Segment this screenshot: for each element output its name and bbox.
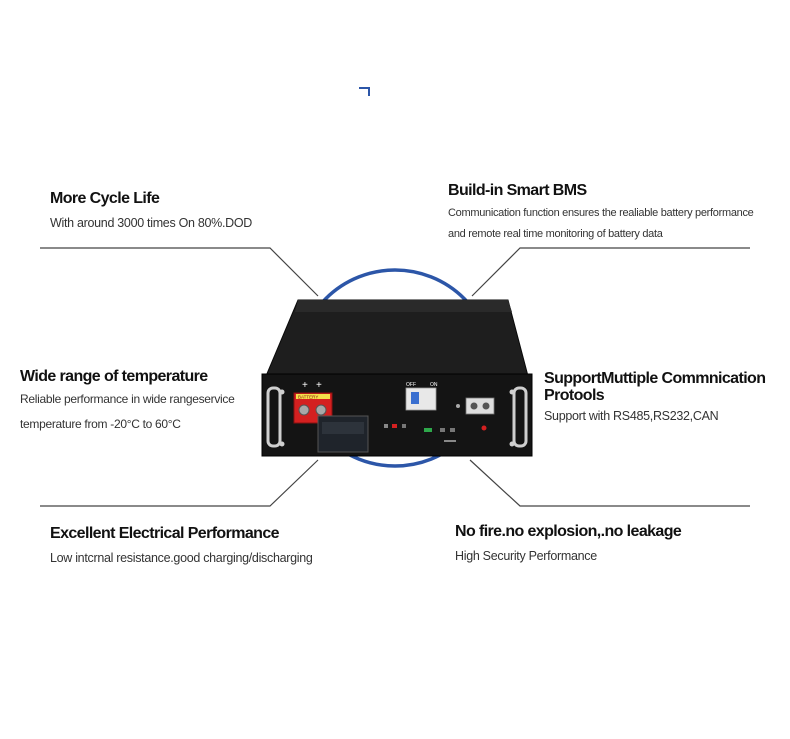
plus-label-right: + (316, 380, 322, 391)
panel-knob (456, 404, 460, 408)
feature-desc-line2: and remote real time monitoring of batte… (448, 228, 663, 240)
feature-title-line1: SupportMuttiple Commnication (544, 370, 766, 387)
indicator-green (424, 428, 432, 432)
feature-desc: With around 3000 times On 80%.DOD (50, 216, 253, 230)
battery-top-highlight (295, 300, 512, 312)
terminal-bolt-right (315, 404, 327, 416)
feature-desc-line1: Communication function ensures the reali… (448, 207, 754, 219)
breaker-off-label: OFF (406, 382, 416, 388)
power-switch-red (481, 425, 487, 431)
feature-title: More Cycle Life (50, 190, 160, 207)
plus-label-left: + (302, 380, 308, 391)
feature-communication-protocols: SupportMuttiple Commnication Protools Su… (544, 370, 784, 426)
feature-title: Excellent Electrical Performance (50, 525, 280, 542)
feature-smart-bms: Build-in Smart BMS Communication functio… (448, 182, 788, 245)
feature-more-cycle-life: More Cycle Life With around 3000 times O… (50, 190, 252, 236)
right-handle (512, 386, 528, 448)
corner-accent-mark (359, 87, 370, 96)
feature-desc-line2: temperature from -20°C to 60°C (20, 417, 181, 431)
breaker-on-label: ON (430, 382, 438, 388)
feature-title-line2: Protools (544, 387, 605, 404)
terminal-label: BATTERY (298, 395, 318, 400)
output-terminal (465, 397, 495, 415)
connector-line-bottom-left (40, 459, 319, 507)
feature-title: Build-in Smart BMS (448, 182, 587, 199)
feature-desc: Low intcrnal resistance.good charging/di… (50, 551, 313, 565)
left-handle (266, 386, 282, 448)
feature-electrical-performance: Excellent Electrical Performance Low int… (50, 525, 313, 571)
connector-line-bottom-right (469, 459, 750, 507)
connector-line-top-right (471, 247, 750, 297)
feature-title: Wide range of temperature (20, 368, 208, 385)
indicator-red (392, 424, 397, 428)
feature-safety: No fire.no explosion,.no leakage High Se… (455, 523, 682, 569)
feature-desc: Support with RS485,RS232,CAN (544, 409, 719, 423)
circuit-breaker (405, 387, 437, 411)
terminal-bolt-left (298, 404, 310, 416)
feature-desc-line1: Reliable performance in wide rangeservic… (20, 392, 235, 406)
feature-temperature-range: Wide range of temperature Reliable perfo… (20, 368, 270, 437)
feature-desc: High Security Performance (455, 549, 597, 563)
connector-line-top-left (40, 247, 319, 297)
feature-title: No fire.no explosion,.no leakage (455, 523, 682, 540)
